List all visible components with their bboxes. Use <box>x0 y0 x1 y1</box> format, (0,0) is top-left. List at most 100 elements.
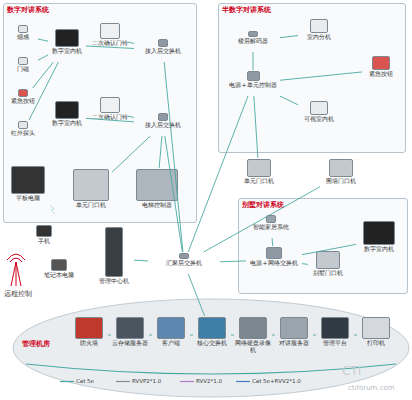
legend-line-sample <box>236 379 250 384</box>
firewall-device: 防火墙 <box>70 316 108 354</box>
device-icon <box>18 89 28 97</box>
device-label: 烟感 <box>17 33 29 40</box>
device-label: 管理中心机 <box>99 277 129 284</box>
device-icon <box>75 317 104 339</box>
device-label: 门磁 <box>17 65 29 72</box>
indoor-unit: 数字室内机 <box>356 220 402 260</box>
legend-text: Cat 5e <box>76 378 94 385</box>
device-icon <box>179 253 189 259</box>
unit-controller: 电源+单元控制器 <box>226 70 280 96</box>
smart-home-device: 智能家居系统 <box>246 214 296 238</box>
device-label: 围墙门口机 <box>326 177 356 184</box>
device-label: 汇聚层交换机 <box>166 259 202 266</box>
device-icon <box>266 247 282 259</box>
device-icon <box>321 317 350 339</box>
device-label: 二次确认门铃 <box>92 113 128 120</box>
legend-text: Cat 5e+RVV2*1.0 <box>252 378 301 385</box>
device-label: 室内分机 <box>307 33 331 40</box>
device-icon <box>329 159 352 177</box>
group-title: 半数字对讲系统 <box>222 6 271 14</box>
storage-server: 云存储服务器 <box>111 316 149 354</box>
device-icon <box>198 317 227 339</box>
printer-device: 打印机 <box>357 316 395 354</box>
system-group: 别墅对讲系统智能家居系统电源+网络交换机别墅门口机数字室内机 <box>238 198 408 294</box>
device-icon <box>310 101 328 115</box>
device-label: 平板电脑 <box>16 194 40 201</box>
sensor-device: 门磁 <box>8 56 38 80</box>
device-icon <box>158 113 168 121</box>
device-icon <box>247 159 270 177</box>
device-label: 核心交换机 <box>197 339 227 346</box>
device-label: 云存储服务器 <box>112 339 148 346</box>
device-label: 电梯控制器 <box>142 201 172 208</box>
device-icon <box>310 19 328 33</box>
device-icon <box>18 57 28 65</box>
cable-line <box>134 260 148 262</box>
device-icon <box>55 101 78 119</box>
door-station: 单元门口机 <box>238 158 280 192</box>
watermark-text: CTI <box>342 364 361 378</box>
system-group: 半数字对讲系统室内分机楼层解码器紧急按钮电源+单元控制器可视室内机 <box>218 3 406 153</box>
device-label: 客户端 <box>162 339 180 346</box>
group-title: 别墅对讲系统 <box>242 201 284 209</box>
door-station: 围墙门口机 <box>320 158 362 192</box>
sensor-device: 红外探头 <box>8 120 38 144</box>
device-icon <box>105 227 123 277</box>
device-label: 紧急按钮 <box>11 97 35 104</box>
device-icon <box>136 169 178 201</box>
device-icon <box>248 31 258 37</box>
device-label: 电源+单元控制器 <box>229 81 276 88</box>
client-computer: 客户端 <box>152 316 190 354</box>
device-icon <box>116 317 145 339</box>
device-label: 防火墙 <box>80 339 98 346</box>
device-label: 管理平台 <box>323 339 347 346</box>
group-title: 管理机房 <box>22 340 50 348</box>
device-icon <box>100 23 121 39</box>
video-recorder: 网络硬盘录像机 <box>234 316 272 354</box>
device-icon <box>316 251 339 269</box>
device-label: 接入层交换机 <box>145 121 181 128</box>
doorbell-device: 二次确认门铃 <box>92 96 128 128</box>
device-icon <box>239 317 268 339</box>
device-label: 单元门口机 <box>244 177 274 184</box>
aggregation-switch: 汇聚层交换机 <box>148 252 220 274</box>
intercom-server: 对讲服务器 <box>275 316 313 354</box>
band-stripe <box>26 364 396 374</box>
core-switch: 核心交换机 <box>193 316 231 354</box>
device-icon <box>11 166 45 194</box>
legend-entry: Cat 5e+RVV2*1.0 <box>236 378 301 385</box>
tablet-device: 平板电脑 <box>8 165 48 209</box>
legend-text: RVV2*1.0 <box>196 378 222 385</box>
device-label: 网络硬盘录像机 <box>234 339 272 353</box>
network-switch: 接入层交换机 <box>134 38 192 62</box>
device-icon <box>18 25 28 33</box>
mobile-phone: 手机 <box>30 224 58 252</box>
indoor-unit: 室内分机 <box>298 18 340 48</box>
legend-entry: RVVP2*1.0 <box>116 378 161 385</box>
device-icon <box>100 97 121 113</box>
network-switch: 电源+网络交换机 <box>246 246 302 274</box>
device-icon <box>73 169 109 201</box>
indoor-unit: 数字室内机 <box>48 28 86 62</box>
network-switch: 接入层交换机 <box>134 112 192 136</box>
device-label: 智能家居系统 <box>253 223 289 230</box>
band-ellipse <box>13 299 409 397</box>
sensor-device: 烟感 <box>8 24 38 48</box>
device-icon <box>266 215 276 223</box>
doorbell-device: 二次确认门铃 <box>92 22 128 54</box>
antenna-symbol <box>7 254 25 286</box>
device-label: 笔记本电脑 <box>44 271 74 278</box>
annotation-text: 远程控制 <box>4 290 32 299</box>
device-icon <box>363 221 394 245</box>
device-icon <box>158 39 168 47</box>
laptop-device: 笔记本电脑 <box>36 258 82 286</box>
floor-decoder: 楼层解码器 <box>226 30 280 52</box>
management-unit: 管理中心机 <box>94 226 134 292</box>
device-label: 紧急按钮 <box>369 70 393 77</box>
device-label: 数字室内机 <box>52 47 82 54</box>
system-group: 数字对讲系统烟感门磁紧急按钮红外探头数字室内机二次确认门铃接入层交换机数字室内机… <box>3 3 197 223</box>
watermark-text: ctiforum.com <box>348 384 395 393</box>
indoor-unit: 数字室内机 <box>48 100 86 134</box>
device-label: 手机 <box>38 237 50 244</box>
